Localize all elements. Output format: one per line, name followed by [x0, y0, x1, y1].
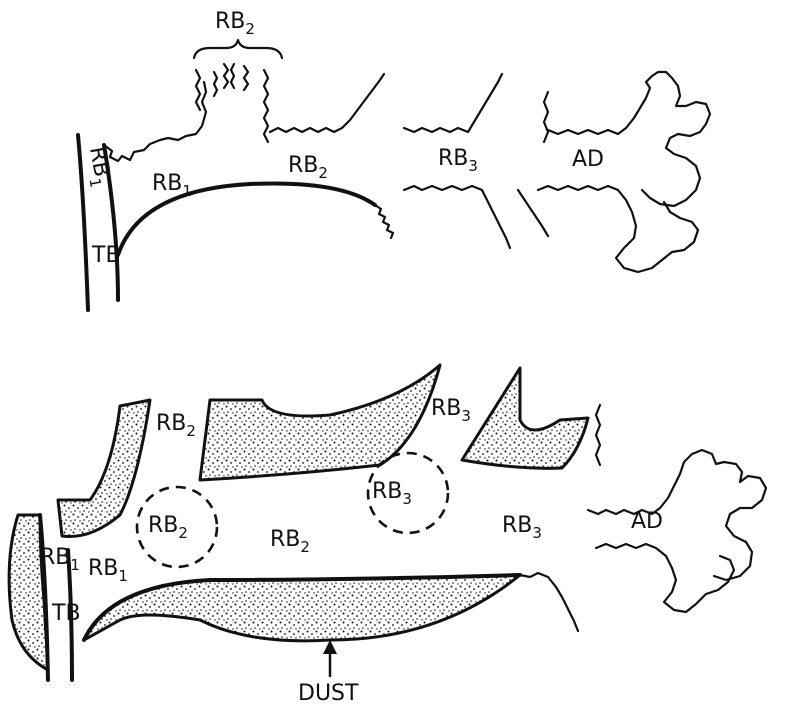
label-tb-bottom: TB: [51, 601, 81, 626]
dust-deposit-rb1-wall: [58, 400, 150, 537]
rb2-bracket: [194, 40, 282, 58]
bottom-ad-upper-wall: [588, 450, 766, 580]
top-rb3-lower-wall: [404, 186, 548, 248]
top-panel: RB2 RB1 RB1 RB2 RB3 AD TB: [78, 9, 710, 310]
label-rb3-top: RB3: [438, 146, 478, 175]
bottom-ad-branch-wall: [596, 405, 600, 465]
top-rb1-upper-wall: [104, 82, 206, 161]
top-lower-wall-wavy: [375, 205, 393, 238]
dust-deposit-lower-wall: [84, 575, 520, 641]
label-rb1-top: RB1: [152, 171, 192, 200]
top-rb2-upper-wall: [270, 74, 384, 132]
label-rb3-top-bottom: RB3: [431, 396, 471, 425]
label-rb2-top: RB2: [288, 153, 328, 182]
label-rb3-right: RB3: [502, 513, 542, 542]
top-rb2-buds: [196, 64, 268, 142]
bottom-panel: RB2 RB3 RB2 RB3 RB2 RB3 AD RB1 RB1 TB DU…: [9, 365, 766, 706]
dust-deposit-rb2-wall: [200, 365, 440, 480]
dust-deposit-rb3-wall: [462, 368, 588, 468]
label-rb2-circle: RB2: [148, 513, 188, 542]
label-rb2-center: RB2: [270, 527, 310, 556]
label-rb1-bottom: RB1: [88, 556, 128, 585]
label-ad-bottom: AD: [631, 509, 663, 534]
label-dust: DUST: [298, 681, 359, 706]
top-ad-lower-wall: [538, 186, 698, 272]
top-ad-upper-wall: [548, 72, 710, 206]
label-rb1-left: RB1: [40, 545, 80, 574]
top-rb3-upper-wall: [404, 74, 548, 142]
label-rb2-top-bottom: RB2: [156, 411, 196, 440]
dust-arrowhead: [323, 640, 337, 654]
label-rb2-bracket: RB2: [215, 9, 255, 38]
bottom-rb3-lower-wavy: [520, 573, 578, 631]
label-ad-top: AD: [572, 147, 604, 172]
label-tb-top: TB: [91, 243, 121, 268]
bottom-ad-lower-wall: [596, 544, 734, 612]
label-rb3-circle: RB3: [372, 479, 412, 508]
